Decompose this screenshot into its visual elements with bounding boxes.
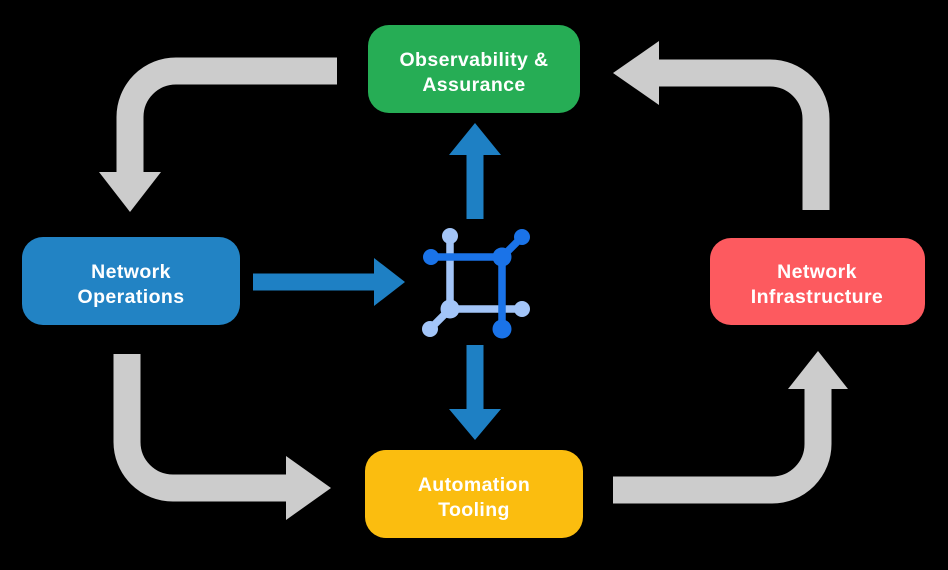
node-observability-assurance: Observability & Assurance (368, 25, 580, 113)
node-network-operations: Network Operations (22, 237, 240, 325)
node-label-line1: Automation (418, 474, 530, 496)
arrow-infrastructure-to-observability (613, 41, 830, 210)
icon-node-top-right (514, 229, 530, 245)
node-label-line1: Network (777, 261, 857, 283)
icon-node-bottom-left (422, 321, 438, 337)
icon-junction-top-right (492, 247, 512, 267)
icon-node-left (423, 249, 439, 265)
arrow-shaft (113, 354, 286, 502)
arrow-head-right-icon (286, 456, 331, 520)
arrow-shaft (659, 59, 830, 210)
node-box (22, 237, 240, 325)
arrow-center-to-automation (449, 345, 501, 440)
arrow-center-to-observability (449, 123, 501, 219)
icon-node-bottom (492, 319, 512, 339)
network-mesh-icon (422, 228, 530, 339)
node-label-line2: Infrastructure (751, 286, 883, 308)
node-network-infrastructure: Network Infrastructure (710, 238, 925, 325)
arrow-head-up-icon (449, 123, 501, 155)
node-label-line2: Tooling (438, 499, 510, 521)
arrow-head-down-icon (99, 172, 161, 212)
arrow-head-right-icon (374, 258, 405, 306)
node-label-line2: Operations (78, 286, 185, 308)
node-label-line1: Observability & (399, 49, 548, 71)
arrow-head-down-icon (449, 409, 501, 440)
arrow-shaft (116, 57, 337, 174)
node-label-line2: Assurance (422, 74, 525, 96)
node-box (365, 450, 583, 538)
icon-junction-bottom-left (440, 299, 460, 319)
node-box (710, 238, 925, 325)
arrow-automation-to-infrastructure (613, 351, 848, 504)
arrow-operations-to-automation (113, 354, 331, 520)
icon-node-right (514, 301, 530, 317)
arrow-observability-to-operations (99, 57, 337, 212)
node-automation-tooling: Automation Tooling (365, 450, 583, 538)
node-label-line1: Network (91, 261, 171, 283)
arrow-head-left-icon (613, 41, 659, 105)
arrow-shaft (613, 389, 832, 504)
icon-node-top (442, 228, 458, 244)
node-box (368, 25, 580, 113)
arrow-head-up-icon (788, 351, 848, 389)
arrow-operations-to-center (253, 258, 405, 306)
